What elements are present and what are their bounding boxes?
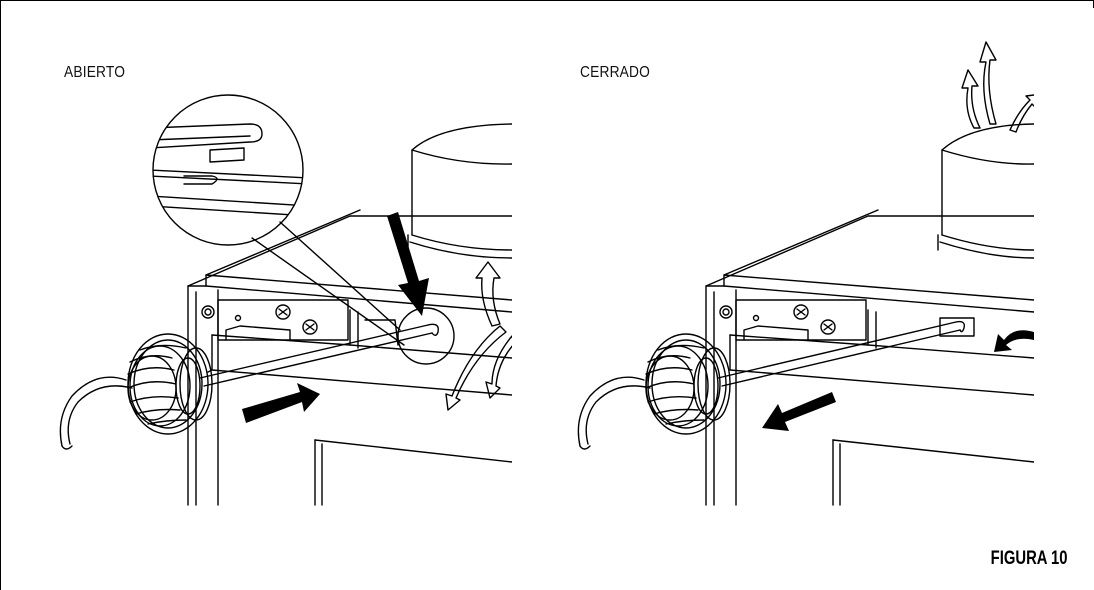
stove-body-closed [705, 209, 1034, 506]
frame-left-border [0, 0, 1, 590]
air-control-plate [201, 299, 512, 396]
magnifier-callout-lines [251, 221, 405, 346]
magnified-detail [152, 94, 304, 246]
flue-collar-closed [937, 123, 1034, 259]
air-control-plate-closed [719, 299, 1034, 396]
open-state-illustration [59, 123, 512, 506]
flue-collar [407, 123, 512, 259]
coiled-handle-knob [59, 333, 213, 450]
stove-body [187, 209, 512, 506]
coiled-handle-knob-closed [577, 333, 731, 450]
closed-state-illustration [577, 41, 1034, 506]
closed-panel-label: CERRADO [580, 64, 651, 81]
press-down-arrow [387, 212, 429, 316]
pull-rod [199, 323, 439, 387]
push-in-arrow [242, 383, 320, 423]
figure-number-label: FIGURA 10 [991, 548, 1068, 569]
air-flow-arrows [445, 261, 512, 411]
rotate-arrow [994, 330, 1034, 352]
detail-highlight-circle [397, 307, 455, 365]
smoke-outflow-arrows [961, 41, 1034, 133]
pull-rod-closed [717, 320, 966, 387]
frame-top-border [0, 0, 1093, 1]
open-panel-label: ABIERTO [64, 64, 126, 81]
pull-out-arrow [762, 392, 836, 431]
